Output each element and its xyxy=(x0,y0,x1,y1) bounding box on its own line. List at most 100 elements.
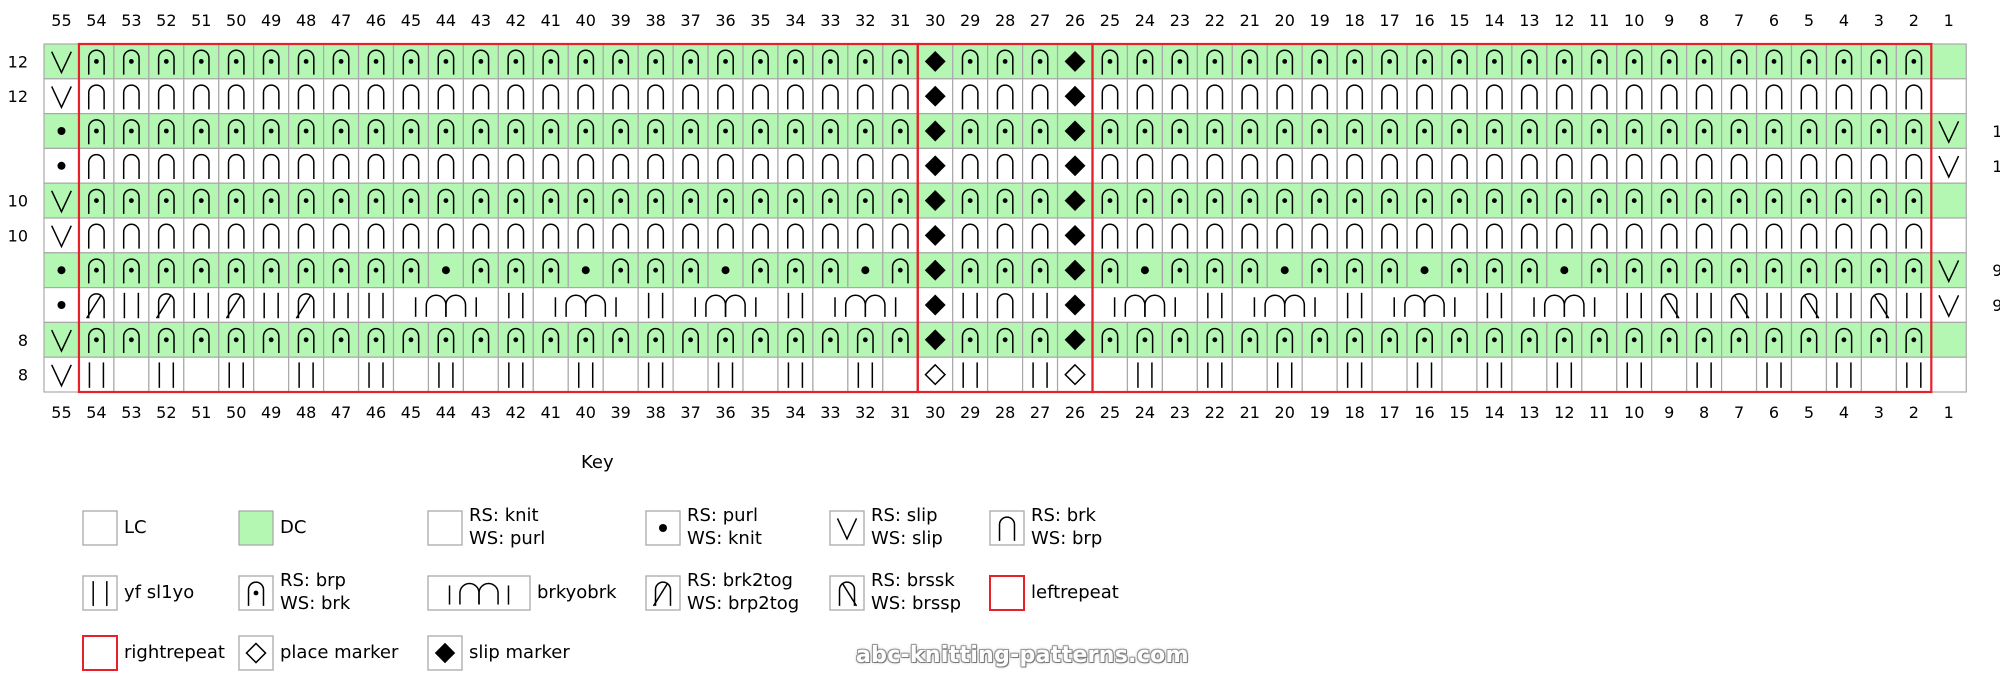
key-label-slip-marker: slip marker xyxy=(469,641,570,664)
brp-symbol xyxy=(87,49,105,75)
brp-symbol xyxy=(1311,119,1329,145)
stitch-number-bottom: 31 xyxy=(890,403,910,422)
brp-symbol xyxy=(332,327,350,354)
chart-cell xyxy=(707,147,744,184)
brp-symbol xyxy=(1520,328,1538,354)
brk-symbol xyxy=(996,84,1014,110)
brk-symbol xyxy=(856,84,874,110)
brp-symbol xyxy=(1730,328,1748,354)
brp-symbol xyxy=(1520,258,1538,284)
brp-dot xyxy=(653,128,659,134)
brk2tog-slant xyxy=(155,295,172,319)
brkyobrk-right-arch xyxy=(1563,294,1585,317)
chart-cell xyxy=(323,217,360,254)
brp-symbol xyxy=(247,581,265,606)
chart-cell xyxy=(567,147,604,184)
slip-marker-symbol xyxy=(1064,120,1086,142)
brp-symbol xyxy=(1241,328,1259,354)
stitch-number-bottom: 29 xyxy=(960,403,980,422)
stitch-number-bottom: 53 xyxy=(121,403,141,422)
chart-cell xyxy=(323,78,360,115)
chart-cell xyxy=(323,287,360,324)
brp-symbol xyxy=(192,327,210,354)
brp-symbol xyxy=(1276,328,1294,354)
brp-dot xyxy=(1107,337,1113,343)
brp-symbol xyxy=(1171,119,1189,145)
stitch-number-top: 24 xyxy=(1135,11,1155,30)
chart-cell xyxy=(1581,217,1618,254)
row-label-left: 8 xyxy=(18,331,28,350)
brp-dot xyxy=(548,59,554,64)
chart-cell xyxy=(1196,287,1233,324)
brk-symbol xyxy=(682,153,700,180)
brp-dot xyxy=(1002,267,1008,273)
stitch-number-top: 10 xyxy=(1624,11,1644,30)
stitch-number-top: 27 xyxy=(1030,11,1050,30)
stitch-number-bottom: 19 xyxy=(1309,403,1329,422)
brp-dot xyxy=(1736,198,1742,204)
brk-symbol xyxy=(122,223,140,249)
stitch-number-top: 31 xyxy=(890,11,910,30)
key-symbol-box xyxy=(427,510,463,546)
stitch-number-bottom: 10 xyxy=(1624,403,1644,422)
slip-marker-symbol xyxy=(1064,224,1086,246)
brp-dot xyxy=(1666,337,1672,343)
key-label-line: RS: purl xyxy=(687,505,758,526)
chart-cell xyxy=(952,78,989,115)
brp-dot xyxy=(1317,128,1323,134)
brp-symbol xyxy=(1590,258,1608,284)
brp-dot xyxy=(1526,198,1532,204)
brp-dot xyxy=(1457,337,1462,343)
brk-symbol xyxy=(1905,154,1923,180)
brp-dot xyxy=(583,59,589,64)
brk-symbol xyxy=(1451,84,1468,110)
chart-cell-empty xyxy=(1930,182,1967,219)
brk-symbol xyxy=(1905,84,1923,110)
chart-cell xyxy=(183,356,220,393)
brp-symbol xyxy=(192,119,210,145)
chart-cell xyxy=(1406,356,1443,393)
key-label-place-marker: place marker xyxy=(280,641,398,664)
brp-symbol xyxy=(507,258,525,284)
brp-dot xyxy=(1177,337,1183,343)
chart-row: 9 xyxy=(43,287,2000,324)
brp-symbol xyxy=(1800,258,1818,284)
brp-symbol xyxy=(612,188,630,214)
slip-marker-symbol xyxy=(434,642,456,664)
brp-symbol xyxy=(192,188,210,214)
chart-cell xyxy=(1441,217,1478,254)
chart-cell xyxy=(288,217,325,254)
chart-cell xyxy=(1686,147,1723,184)
brk-symbol xyxy=(998,516,1016,541)
stitch-number-top: 37 xyxy=(680,11,700,30)
chart-cell xyxy=(672,78,709,115)
brp-symbol xyxy=(157,258,175,284)
brk-symbol xyxy=(472,223,490,249)
brp-dot xyxy=(1282,198,1288,204)
brk-symbol xyxy=(367,223,385,249)
brp-dot xyxy=(408,337,414,343)
brp-symbol xyxy=(1730,49,1748,75)
stitch-number-top: 35 xyxy=(750,11,770,30)
chart-cell xyxy=(1686,287,1723,324)
brp-dot xyxy=(1212,128,1218,134)
brp-dot xyxy=(443,198,449,204)
row-label-left: 12 xyxy=(8,87,28,106)
chart-cell xyxy=(1511,147,1548,184)
chart-cell xyxy=(497,78,534,115)
brp-dot xyxy=(1247,59,1253,64)
chart-cell xyxy=(917,356,954,393)
chart-cell xyxy=(288,356,325,393)
brk-symbol xyxy=(786,84,804,110)
brp-symbol xyxy=(1660,258,1678,284)
brp-symbol xyxy=(1381,119,1399,145)
purl-symbol xyxy=(861,266,870,275)
stitch-number-top: 5 xyxy=(1804,11,1814,30)
brp-dot xyxy=(1876,128,1882,134)
brp-symbol xyxy=(786,327,804,354)
chart-cell xyxy=(1336,147,1373,184)
brp-symbol xyxy=(1241,49,1259,75)
brp-dot xyxy=(1492,267,1497,273)
